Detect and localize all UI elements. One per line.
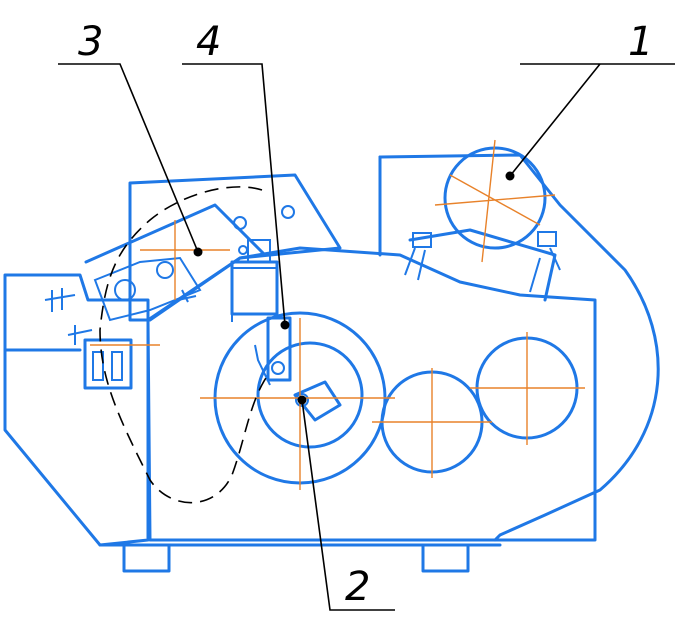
callout-label-3: 3: [78, 19, 103, 65]
callout-dot-4: [280, 320, 290, 330]
callout-dot-3: [193, 247, 203, 257]
callout-dot-1: [505, 171, 515, 181]
leader-lines: [58, 63, 675, 611]
callout-label-4: 4: [196, 19, 221, 65]
callout-label-1: 1: [628, 19, 653, 65]
callout-label-2: 2: [345, 564, 370, 610]
belt-path-dashed: [99, 186, 269, 504]
callout-dot-2: [297, 395, 307, 405]
